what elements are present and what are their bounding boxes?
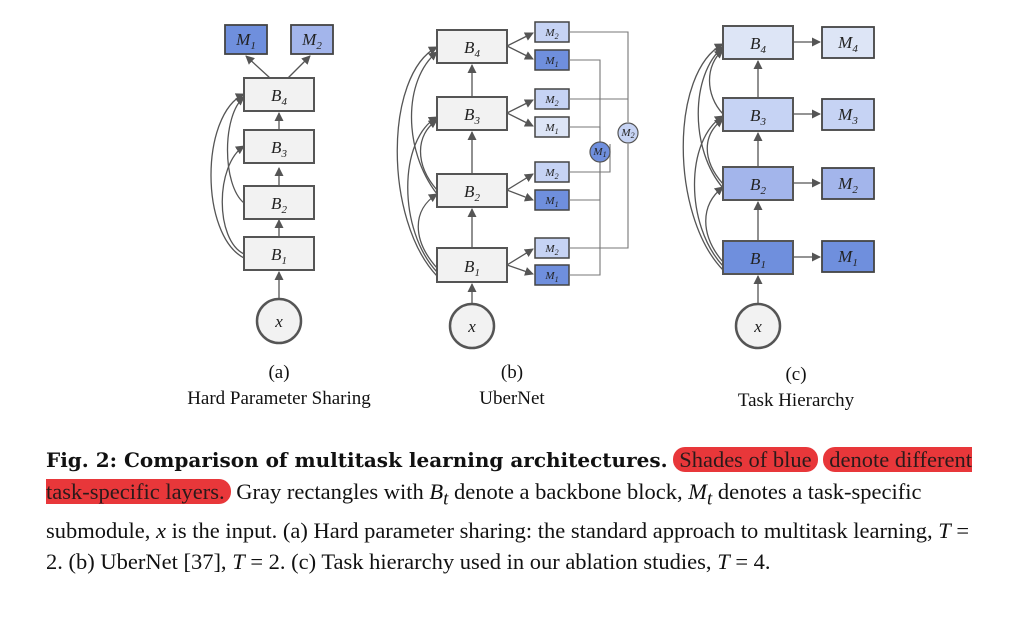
caption-highlight-1: Shades of blue: [673, 447, 818, 472]
panel-c-title: Task Hierarchy: [738, 390, 855, 411]
panel-c-block-3: B3: [722, 97, 794, 132]
panel-a-letter: (a): [268, 362, 289, 383]
svg-text:M2: M2: [544, 243, 558, 257]
panel-b-heads-level-3: M2 M1: [506, 88, 570, 138]
svg-text:B1: B1: [750, 249, 766, 271]
svg-text:M1: M1: [544, 122, 558, 136]
svg-text:B3: B3: [464, 105, 480, 127]
panel-b-block-4: B4: [436, 29, 508, 64]
panel-c-input-label: x: [753, 317, 762, 336]
panel-a-title: Hard Parameter Sharing: [187, 388, 371, 409]
panel-c-letter: (c): [785, 364, 806, 385]
caption-var-m: Mt: [688, 479, 713, 510]
panel-a-block-3: B3: [243, 129, 315, 164]
caption-text-2: denote a backbone block,: [453, 479, 683, 504]
panel-a-hard-parameter-sharing: x B1 B2 B3 B4 M1: [187, 24, 371, 409]
panel-c-module-3: M3: [821, 98, 875, 131]
svg-text:B4: B4: [750, 34, 766, 56]
panel-c-module-1: M1: [821, 240, 875, 273]
figure-caption: Fig. 2: Comparison of multitask learning…: [46, 444, 976, 577]
panel-c-block-4: B4: [722, 25, 794, 60]
svg-text:B2: B2: [750, 175, 766, 197]
panel-a-input-label: x: [274, 312, 283, 331]
panel-a-block-4: B4: [243, 77, 315, 112]
svg-text:B1: B1: [271, 245, 287, 267]
caption-text-5: (b) UberNet [37],: [68, 548, 227, 574]
panel-c-task-hierarchy: x B1 B2 B3 B4 M1: [682, 25, 875, 411]
panel-c-module-2: M2: [821, 167, 875, 200]
svg-text:B1: B1: [464, 257, 480, 279]
svg-text:M1: M1: [544, 270, 558, 284]
svg-text:M1: M1: [235, 30, 256, 52]
svg-text:M2: M2: [544, 27, 558, 41]
svg-text:M3: M3: [837, 105, 858, 127]
panel-b-title: UberNet: [479, 388, 545, 409]
svg-text:M1: M1: [592, 146, 606, 159]
panel-b-block-1: B1: [436, 247, 508, 283]
svg-text:M1: M1: [544, 195, 558, 209]
panel-c-module-4: M4: [821, 26, 875, 59]
panel-b-merge-node-1: M1: [589, 141, 611, 163]
caption-eq-3: = 4.: [735, 548, 771, 574]
panel-c-block-1: B1: [722, 240, 794, 275]
caption-var-t-3: T: [717, 548, 730, 574]
svg-text:M1: M1: [544, 55, 558, 69]
caption-var-b: Bt: [429, 479, 449, 510]
svg-text:B2: B2: [464, 182, 480, 204]
caption-text-4: is the input. (a) Hard parameter sharing…: [171, 517, 933, 543]
panel-b-heads-level-1: M2 M1: [506, 237, 570, 286]
panel-a-block-2: B2: [243, 185, 315, 220]
svg-text:B4: B4: [464, 38, 480, 60]
panel-b-block-2: B2: [436, 173, 508, 208]
caption-text-6: (c) Task hierarchy used in our ablation …: [291, 548, 712, 574]
panel-b-ubernet: x B1 B2 B3 B4: [396, 21, 639, 409]
caption-text-1: Gray rectangles with: [236, 479, 424, 504]
caption-eq-1: = 2.: [46, 517, 970, 574]
svg-text:M2: M2: [301, 30, 322, 52]
caption-text-3: denotes a task-specific submodule,: [46, 479, 922, 543]
caption-var-t-1: T: [938, 517, 951, 543]
panel-b-merge-wiring: [569, 31, 629, 276]
svg-text:B3: B3: [271, 138, 287, 160]
svg-text:B2: B2: [271, 194, 287, 216]
panel-b-letter: (b): [501, 362, 523, 383]
panel-b-heads-level-4: M2 M1: [506, 21, 570, 71]
caption-fig-label: Fig. 2: Comparison of multitask learning…: [46, 448, 668, 472]
svg-text:B3: B3: [750, 106, 766, 128]
svg-text:B4: B4: [271, 86, 287, 108]
caption-var-x: x: [156, 517, 166, 543]
svg-text:M2: M2: [837, 174, 858, 196]
panel-b-input-label: x: [467, 317, 476, 336]
svg-text:M1: M1: [837, 247, 858, 269]
panel-a-module-2: M2: [290, 24, 334, 55]
panel-b-heads-level-2: M2 M1: [506, 161, 570, 211]
panel-a-block-1: B1: [243, 236, 315, 271]
svg-text:M2: M2: [620, 127, 634, 140]
svg-text:M2: M2: [544, 167, 558, 181]
multitask-architecture-figure: x B1 B2 B3 B4 M1: [187, 21, 875, 411]
panel-b-block-3: B3: [436, 96, 508, 131]
panel-a-module-1: M1: [224, 24, 268, 55]
svg-text:M2: M2: [544, 94, 558, 108]
panel-c-block-2: B2: [722, 166, 794, 201]
svg-text:M4: M4: [837, 33, 858, 55]
caption-var-t-2: T: [232, 548, 245, 574]
panel-b-merge-node-2: M2: [617, 122, 639, 144]
caption-eq-2: = 2.: [250, 548, 286, 574]
